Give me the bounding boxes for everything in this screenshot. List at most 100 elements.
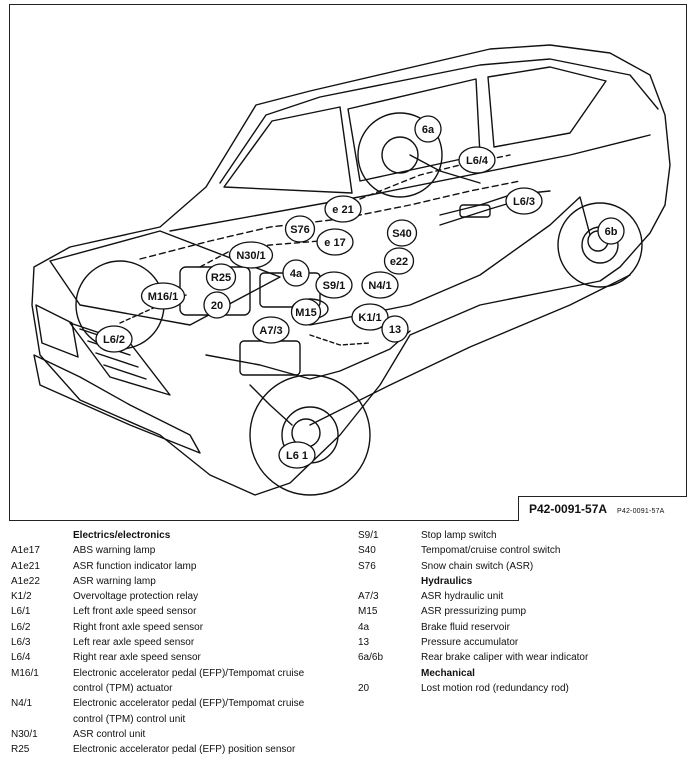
legend-item: M16/1 Electronic accelerator pedal (EFP)/… — [11, 666, 341, 697]
sill-line — [309, 274, 631, 426]
hood-edge — [49, 230, 281, 326]
callout-label: L6/3 — [513, 196, 535, 208]
legend-description: Electronic accelerator pedal (EFP)/Tempo… — [73, 667, 305, 694]
callout-r25: R25 — [205, 263, 237, 291]
callout-label: 20 — [211, 300, 223, 312]
front-bumper — [33, 354, 201, 454]
callout-label: e 17 — [324, 237, 345, 249]
legend-code: L6/2 — [11, 621, 31, 633]
callout-label: 6b — [605, 226, 618, 238]
legend-description: Electronic accelerator pedal (EFP)/Tempo… — [73, 698, 305, 725]
callout-l6-2: L6/2 — [95, 325, 133, 353]
callout-label: N4/1 — [368, 280, 391, 292]
legend-description: ASR function indicator lamp — [73, 560, 197, 572]
callout-e-17: e 17 — [316, 228, 354, 256]
callout-label: e 21 — [332, 204, 353, 216]
callout-label: K1/1 — [358, 312, 381, 324]
callout-e22: e22 — [383, 247, 415, 275]
callout-e-21: e 21 — [324, 195, 362, 223]
legend-heading-mechanical: Mechanical — [421, 667, 475, 679]
callout-s76: S76 — [284, 215, 316, 243]
front-left-wheel — [249, 374, 371, 496]
legend-description: Snow chain switch (ASR) — [421, 560, 534, 572]
windshield — [223, 106, 353, 194]
callout-label: R25 — [211, 272, 231, 284]
callout-label: M15 — [295, 307, 316, 319]
legend-description: ABS warning lamp — [73, 545, 156, 557]
legend-code: L6/1 — [11, 606, 31, 618]
legend-code: 20 — [358, 682, 370, 694]
callout-6b: 6b — [597, 217, 625, 245]
legend-description: Right rear axle speed sensor — [73, 652, 201, 664]
beltline — [169, 134, 651, 232]
legend-code: K1/2 — [11, 591, 32, 603]
side-window-rear — [487, 66, 607, 148]
legend-description: Lost motion rod (redundancy rod) — [421, 682, 569, 694]
brake-line-rear — [309, 196, 591, 326]
callout-label: S9/1 — [323, 280, 346, 292]
headlight — [35, 304, 79, 358]
callout-a7-3: A7/3 — [252, 316, 290, 344]
reference-box: P42-0091-57A P42-0091-57A — [518, 496, 687, 521]
callout-s9-1: S9/1 — [315, 271, 353, 299]
legend-item: L6/3 Left rear axle speed sensor — [11, 635, 341, 650]
roof-line — [219, 58, 659, 184]
legend-description: Rear brake caliper with wear indicator — [421, 652, 589, 664]
legend-item: S40 Tempomat/cruise control switch — [358, 543, 688, 558]
legend-description: ASR pressurizing pump — [421, 606, 527, 618]
legend-code: S40 — [358, 545, 376, 557]
legend-description: Overvoltage protection relay — [73, 591, 199, 603]
callout-4a: 4a — [282, 259, 310, 287]
callout-l6-3: L6/3 — [505, 187, 543, 215]
legend-description: ASR hydraulic unit — [421, 591, 504, 603]
legend-description: Left front axle speed sensor — [73, 606, 197, 618]
callout-label: e22 — [390, 256, 408, 268]
callout-l6-4: L6/4 — [458, 146, 496, 174]
callout-label: L6 1 — [286, 450, 308, 462]
callout-label: S76 — [290, 224, 310, 236]
car-body-outline — [31, 44, 671, 496]
legend-code: L6/3 — [11, 637, 31, 649]
legend-description: Right front axle speed sensor — [73, 621, 204, 633]
legend-description: Stop lamp switch — [421, 530, 497, 541]
legend-code: A1e22 — [11, 575, 40, 587]
legend-code: M16/1 — [11, 667, 39, 679]
legend-code: N30/1 — [11, 728, 38, 740]
callout-label: L6/2 — [103, 334, 125, 346]
legend-description: Left rear axle speed sensor — [73, 637, 195, 649]
legend-description: Tempomat/cruise control switch — [421, 545, 561, 557]
legend-code: A1e21 — [11, 560, 40, 572]
callout-s40: S40 — [386, 219, 418, 247]
callout-label: M16/1 — [148, 291, 179, 303]
callout-13: 13 — [381, 315, 409, 343]
legend-item: L6/1 Left front axle speed sensor — [11, 604, 341, 619]
hydraulic-unit — [239, 340, 301, 376]
callout-label: 4a — [290, 268, 303, 280]
callout-label: S40 — [392, 228, 412, 240]
callout-label: L6/4 — [466, 155, 489, 167]
legend-description: Electronic accelerator pedal (EFP) posit… — [73, 744, 296, 756]
reference-number: P42-0091-57A — [529, 502, 608, 516]
callout-n30-1: N30/1 — [228, 241, 274, 269]
legend-item: N4/1 Electronic accelerator pedal (EFP)/T… — [11, 696, 341, 727]
callout-6a: 6a — [414, 115, 442, 143]
reference-number-small: P42-0091-57A — [617, 508, 665, 515]
legend-code: 4a — [358, 621, 370, 633]
legend-item: K1/2 Overvoltage protection relay — [11, 589, 341, 604]
legend-code: N4/1 — [11, 698, 33, 710]
legend-heading-hydraulics: Hydraulics — [421, 575, 473, 587]
callout-m16-1: M16/1 — [140, 282, 186, 310]
legend-description: Pressure accumulator — [421, 637, 519, 649]
